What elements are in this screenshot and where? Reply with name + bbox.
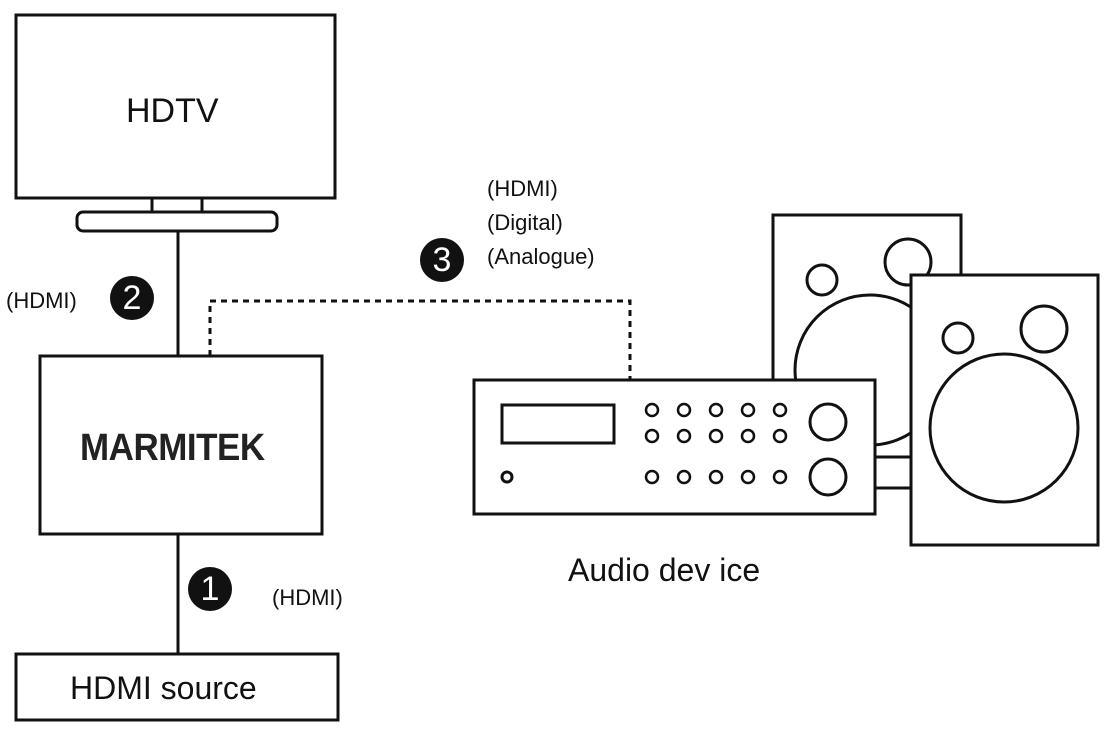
- hdtv-stand: [75, 210, 279, 233]
- connection-3-badge: 3: [420, 238, 464, 282]
- receiver-knob-bottom: [808, 457, 848, 497]
- hdmi-source-label: HDMI source: [70, 670, 257, 706]
- connection-3-label-analogue: (Analogue): [487, 244, 595, 269]
- connection-1-label: (HDMI): [272, 585, 343, 610]
- marmitek-box: [38, 354, 324, 536]
- speaker-back-tweeter-small: [805, 263, 839, 297]
- cable-3: [208, 299, 632, 380]
- marmitek-logo: MARMITEK: [80, 427, 265, 469]
- receiver-power-button: [500, 470, 514, 484]
- speaker-back-tweeter-large: [883, 237, 933, 287]
- connection-3-label-digital: (Digital): [487, 210, 563, 235]
- speaker-front-woofer: [928, 352, 1080, 504]
- connection-2-label: (HDMI): [6, 288, 77, 313]
- receiver-buttons: [644, 402, 788, 485]
- connection-2-badge: 2: [110, 276, 154, 320]
- audio-device-label: Audio dev ice: [568, 552, 761, 588]
- hdtv-neck: [150, 196, 204, 214]
- connection-3-label-hdmi: (HDMI): [487, 176, 558, 201]
- hdtv-label: HDTV: [126, 92, 219, 130]
- receiver-knob-top: [808, 402, 848, 442]
- speaker-front: [909, 273, 1100, 547]
- connection-1-badge: 1: [188, 567, 232, 611]
- speaker-front-tweeter-small: [941, 321, 975, 355]
- receiver-display: [500, 403, 616, 445]
- speaker-front-tweeter-large: [1019, 304, 1069, 354]
- hdmi-source-box: [14, 652, 340, 722]
- audio-receiver: [472, 378, 877, 516]
